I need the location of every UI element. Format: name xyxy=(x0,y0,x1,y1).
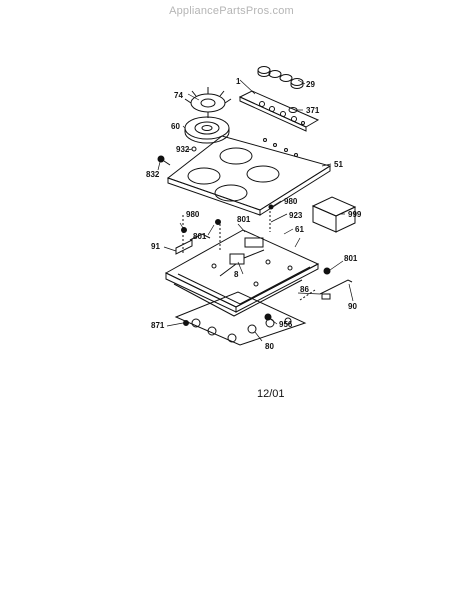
alignment-lines xyxy=(182,207,316,301)
label-part-801-left: 801 xyxy=(193,232,207,241)
label-part-51: 51 xyxy=(334,160,343,169)
label-part-999: 999 xyxy=(348,210,362,219)
label-part-923: 923 xyxy=(289,211,303,220)
burner-box-pan xyxy=(164,229,320,317)
burner-grate xyxy=(184,87,232,118)
label-part-371: 371 xyxy=(306,106,320,115)
label-part-980-left: 980 xyxy=(186,210,200,219)
label-part-871: 871 xyxy=(151,321,165,330)
label-part-801-right: 801 xyxy=(344,254,358,263)
burner-base xyxy=(184,116,230,144)
label-part-801-top: 801 xyxy=(237,215,251,224)
label-part-1: 1 xyxy=(236,77,241,86)
label-part-956: 956 xyxy=(279,320,293,329)
leader-lines xyxy=(157,79,354,342)
base-plate xyxy=(174,291,307,346)
control-panel-strip xyxy=(238,90,320,132)
cooktop-top-panel xyxy=(166,135,332,216)
revision-date: 12/01 xyxy=(257,388,285,400)
module-box xyxy=(311,196,357,233)
label-part-91: 91 xyxy=(151,242,160,251)
label-part-90: 90 xyxy=(348,302,357,311)
label-part-80: 80 xyxy=(265,342,274,351)
label-part-980-right: 980 xyxy=(284,197,298,206)
igniter-bar xyxy=(319,267,353,300)
control-knobs xyxy=(257,66,304,89)
label-part-29: 29 xyxy=(306,80,315,89)
label-part-832: 832 xyxy=(146,170,160,179)
watermark-text: AppliancePartsPros.com xyxy=(169,5,294,17)
label-part-86: 86 xyxy=(300,285,309,294)
label-part-8: 8 xyxy=(234,270,239,279)
label-part-932: 932 xyxy=(176,145,190,154)
label-part-61: 61 xyxy=(295,225,304,234)
label-part-74: 74 xyxy=(174,91,183,100)
mounting-bracket xyxy=(175,204,274,255)
label-part-60: 60 xyxy=(171,122,180,131)
